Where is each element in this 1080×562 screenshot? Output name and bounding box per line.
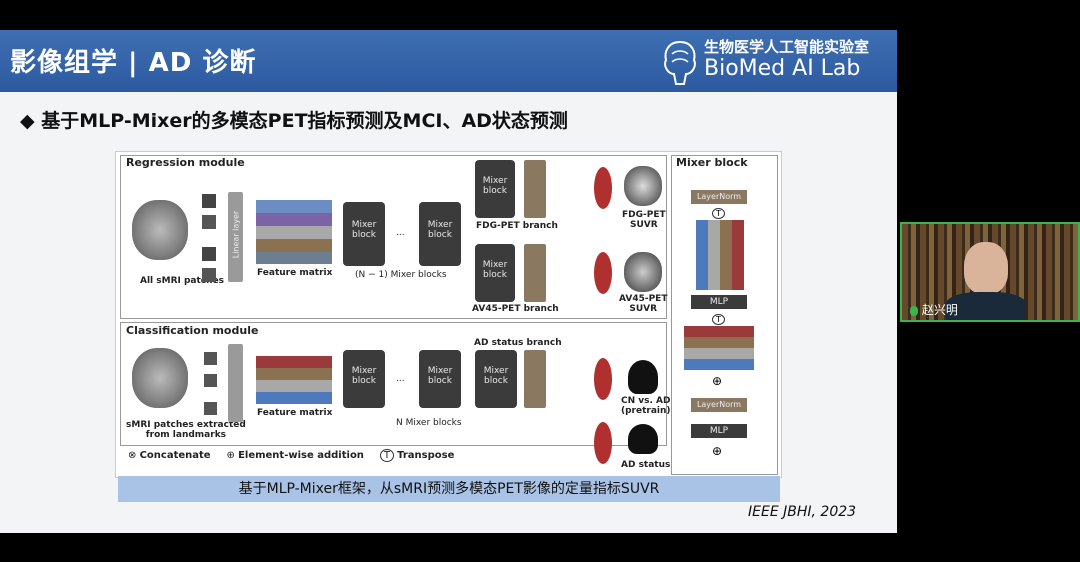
pooling-fdg <box>524 160 546 218</box>
add-icon: ⊕ <box>712 374 723 388</box>
lab-logo: 生物医学人工智能实验室 BioMed AI Lab <box>660 36 890 88</box>
pooling-cls <box>524 350 546 408</box>
add-icon: ⊕ <box>712 444 723 458</box>
citation: IEEE JBHI, 2023 <box>748 504 857 520</box>
av45-pet-image <box>624 252 662 292</box>
ad-branch-label: AD status branch <box>474 338 562 348</box>
output-cn-ad <box>594 358 612 400</box>
pooling-av45 <box>524 244 546 302</box>
linear-layer-cls <box>228 344 243 422</box>
transpose-icon: T <box>712 208 725 219</box>
n-mixer-blocks-label: N Mixer blocks <box>396 418 462 428</box>
slide-header: 影像组学 | AD 诊断 生物医学人工智能实验室 BioMed AI Lab <box>0 30 897 92</box>
logo-cn-text: 生物医学人工智能实验室 <box>704 38 870 56</box>
layernorm-box: LayerNorm <box>691 398 747 412</box>
feature-matrix-reg <box>256 200 332 264</box>
legend: ⊗ Concatenate ⊕ Element-wise addition T … <box>128 449 455 462</box>
bullet-heading: ◆ 基于MLP-Mixer的多模态PET指标预测及MCI、AD状态预测 <box>20 106 568 133</box>
channel-rows <box>684 326 754 370</box>
output-ad-status <box>594 422 612 464</box>
mixer-block-frame <box>671 155 778 475</box>
feature-matrix-cls <box>256 356 332 404</box>
logo-en-text: BioMed AI Lab <box>704 56 861 81</box>
brain-landmark-image <box>132 348 188 408</box>
microphone-icon <box>910 305 918 316</box>
mlp-box: MLP <box>691 424 747 438</box>
presentation-slide: 影像组学 | AD 诊断 生物医学人工智能实验室 BioMed AI Lab ◆… <box>0 30 897 533</box>
transpose-icon: T <box>712 314 725 325</box>
person-avatar <box>964 242 1008 294</box>
layernorm-box: LayerNorm <box>691 190 747 204</box>
feature-matrix-label-cls: Feature matrix <box>257 408 333 418</box>
legend-add-text: Element-wise addition <box>238 450 364 461</box>
patch-thumb <box>202 268 216 282</box>
mixer-block-label: Mixer block <box>676 156 748 169</box>
participant-name-text: 赵兴明 <box>921 303 958 317</box>
linear-layer-reg: Linear layer <box>228 192 243 282</box>
legend-transpose-text: Transpose <box>397 450 455 461</box>
brain-mri-image <box>132 200 188 260</box>
add-icon: ⊕ <box>226 450 235 461</box>
slide-title: 影像组学 | AD 诊断 <box>10 48 257 78</box>
diamond-bullet-icon: ◆ <box>20 110 35 132</box>
ellipsis-cls: ... <box>396 374 405 384</box>
brain-logo-icon <box>664 40 696 85</box>
all-smri-label: All sMRI patches <box>140 276 225 286</box>
patch-thumb <box>204 352 217 365</box>
regression-frame <box>120 155 667 319</box>
ad-status-label: AD status <box>621 460 671 470</box>
linear-layer-text: Linear layer <box>231 210 241 259</box>
webcam-video-tile[interactable]: 赵兴明 <box>900 222 1080 322</box>
summary-banner: 基于MLP-Mixer框架，从sMRI预测多模态PET影像的定量指标SUVR <box>118 476 780 502</box>
head-question-icon <box>628 360 658 394</box>
fdg-branch-label: FDG-PET branch <box>476 221 558 231</box>
bullet-text: 基于MLP-Mixer的多模态PET指标预测及MCI、AD状态预测 <box>41 110 568 132</box>
output-fdg <box>594 167 612 209</box>
architecture-figure: Regression module Classification module … <box>115 151 782 478</box>
feature-matrix-label: Feature matrix <box>257 268 333 278</box>
participant-name: 赵兴明 <box>910 301 958 318</box>
patch-thumb <box>202 215 216 229</box>
patch-thumb <box>202 247 216 261</box>
transpose-icon: T <box>379 449 394 462</box>
fdg-pet-image <box>624 166 662 206</box>
patch-thumb <box>204 374 217 387</box>
mlp-box: MLP <box>691 295 747 309</box>
n1-mixer-blocks-label: (N − 1) Mixer blocks <box>355 270 447 280</box>
av45-branch-label: AV45-PET branch <box>472 304 559 314</box>
token-columns <box>696 220 744 290</box>
classification-module-label: Classification module <box>126 324 259 337</box>
person-body <box>946 292 1026 320</box>
regression-module-label: Regression module <box>126 156 245 169</box>
cn-ad-label: CN vs. AD(pretrain) <box>621 396 671 416</box>
legend-concat-text: Concatenate <box>139 450 211 461</box>
concatenate-icon: ⊗ <box>128 450 137 461</box>
output-av45 <box>594 252 612 294</box>
patch-thumb <box>202 194 216 208</box>
patch-thumb <box>204 402 217 415</box>
head-question-icon <box>628 424 658 454</box>
ellipsis-reg: ... <box>396 228 405 238</box>
classification-frame <box>120 322 667 446</box>
